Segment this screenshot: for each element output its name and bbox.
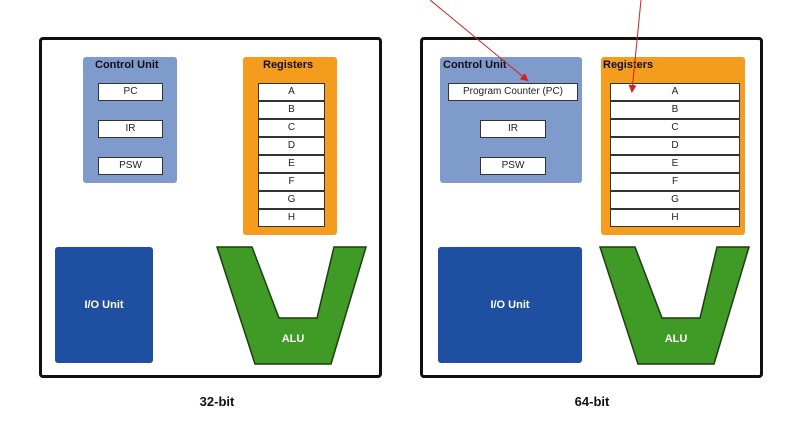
register-row: F [258,173,325,191]
register-row: G [610,191,740,209]
register-row: F [610,173,740,191]
control-unit-64bit: Control Unit Program Counter (PC) IR PSW [440,57,582,183]
alu-label: ALU [282,333,305,345]
io-unit-label: I/O Unit [490,299,530,311]
annotation-arrow-program-counter [429,0,529,82]
program-counter-register: Program Counter (PC) [448,83,578,101]
control-unit-title: Control Unit [95,59,159,71]
register-row: G [258,191,325,209]
annotation-arrow-registers [628,0,642,93]
io-unit-32bit: I/O Unit [55,247,153,363]
registers-block-64bit: Registers A B C D E F G H [601,57,745,235]
register-row: H [258,209,325,227]
alu-label: ALU [665,333,688,345]
control-unit-title: Control Unit [443,59,507,71]
alu-32bit: ALU [215,246,368,365]
register-row: H [610,209,740,227]
register-row: C [258,119,325,137]
psw-register: PSW [98,157,163,175]
register-row: E [610,155,740,173]
ir-register: IR [480,120,546,138]
registers-title: Registers [603,59,654,71]
alu-64bit: ALU [598,246,751,365]
register-row: A [258,83,325,101]
register-row: C [610,119,740,137]
register-row: A [610,83,740,101]
register-row: D [258,137,325,155]
caption-64bit: 64-bit [574,394,610,409]
pc-register: PC [98,83,163,101]
caption-32bit: 32-bit [199,394,235,409]
psw-register: PSW [480,157,546,175]
io-unit-64bit: I/O Unit [438,247,582,363]
registers-title: Registers [263,59,314,71]
register-row: E [258,155,325,173]
io-unit-label: I/O Unit [84,299,124,311]
ir-register: IR [98,120,163,138]
register-row: B [258,101,325,119]
registers-block-32bit: Registers A B C D E F G H [243,57,337,235]
register-row: B [610,101,740,119]
register-row: D [610,137,740,155]
control-unit-32bit: Control Unit PC IR PSW [83,57,177,183]
